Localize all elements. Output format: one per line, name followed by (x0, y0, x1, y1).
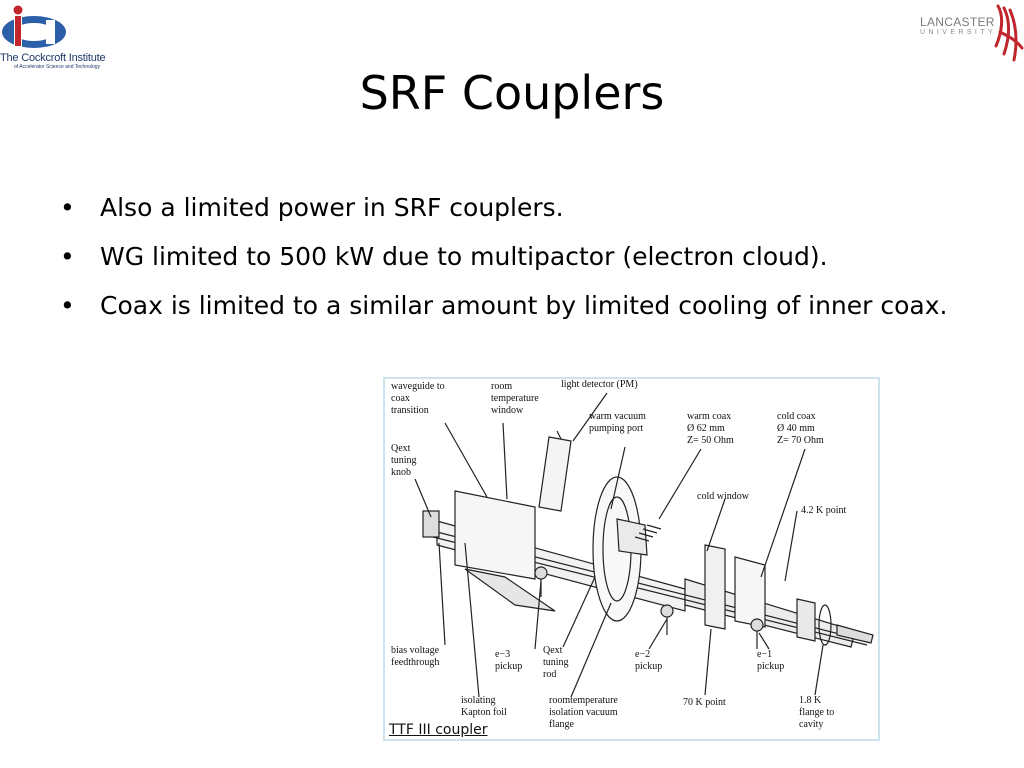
lancaster-name: LANCASTER (920, 15, 995, 29)
cockcroft-institute-subtitle: of Accelerator Science and Technology (14, 64, 101, 70)
bullet-dot: • (60, 193, 75, 222)
label-e1-pickup: e−1 pickup (757, 649, 785, 672)
label-qext-tuning-knob: Qext tuning knob (391, 443, 417, 478)
label-cold-window: cold window (697, 491, 749, 502)
cockcroft-institute-logo: The Cockcroft Institute of Accelerator S… (0, 2, 122, 70)
lancaster-university-logo: LANCASTER UNIVERSITY (916, 2, 1024, 66)
bullet-text: Coax is limited to a similar amount by l… (100, 291, 948, 320)
figure-caption: TTF III coupler (389, 722, 488, 738)
label-isolating-kapton-foil: isolating Kapton foil (461, 695, 507, 718)
label-70k-point: 70 K point (683, 697, 726, 708)
label-qext-tuning-rod: Qext tuning rod (543, 645, 569, 680)
slide-title: SRF Couplers (359, 66, 665, 120)
label-e3-pickup: e−3 pickup (495, 649, 523, 672)
label-room-temperature-window: room temperature window (491, 381, 539, 416)
bullet-list: • Also a limited power in SRF couplers. … (56, 188, 956, 335)
bullet-item: • Also a limited power in SRF couplers. (56, 188, 956, 228)
bullet-text: WG limited to 500 kW due to multipactor … (100, 242, 828, 271)
label-room-isolation-flange: roomtemperature isolation vacuum flange (549, 695, 618, 730)
label-warm-vacuum-port: warm vacuum pumping port (589, 411, 646, 434)
label-4-2k-point: 4.2 K point (801, 505, 847, 516)
bullet-dot: • (60, 291, 75, 320)
label-light-detector: light detector (PM) (561, 379, 638, 390)
label-warm-coax: warm coax Ø 62 mm Z= 50 Ohm (687, 411, 734, 446)
lancaster-rose-icon (994, 4, 1024, 62)
label-1-8k-flange: 1.8 K flange to cavity (799, 695, 835, 730)
lancaster-subtitle: UNIVERSITY (920, 29, 997, 36)
label-e2-pickup: e−2 pickup (635, 649, 663, 672)
bullet-item: • Coax is limited to a similar amount by… (56, 286, 956, 326)
cockcroft-emblem-icon (2, 5, 66, 48)
bullet-item: • WG limited to 500 kW due to multipacto… (56, 237, 956, 277)
bullet-text: Also a limited power in SRF couplers. (100, 193, 564, 222)
coupler-diagram: waveguide to coax transition room temper… (383, 377, 880, 741)
coupler-drawing (414, 392, 874, 698)
label-waveguide-transition: waveguide to coax transition (391, 381, 445, 416)
cockcroft-institute-name: The Cockcroft Institute (0, 52, 106, 64)
bullet-dot: • (60, 242, 75, 271)
label-bias-voltage-feedthrough: bias voltage feedthrough (391, 645, 440, 668)
label-cold-coax: cold coax Ø 40 mm Z= 70 Ohm (777, 411, 824, 446)
